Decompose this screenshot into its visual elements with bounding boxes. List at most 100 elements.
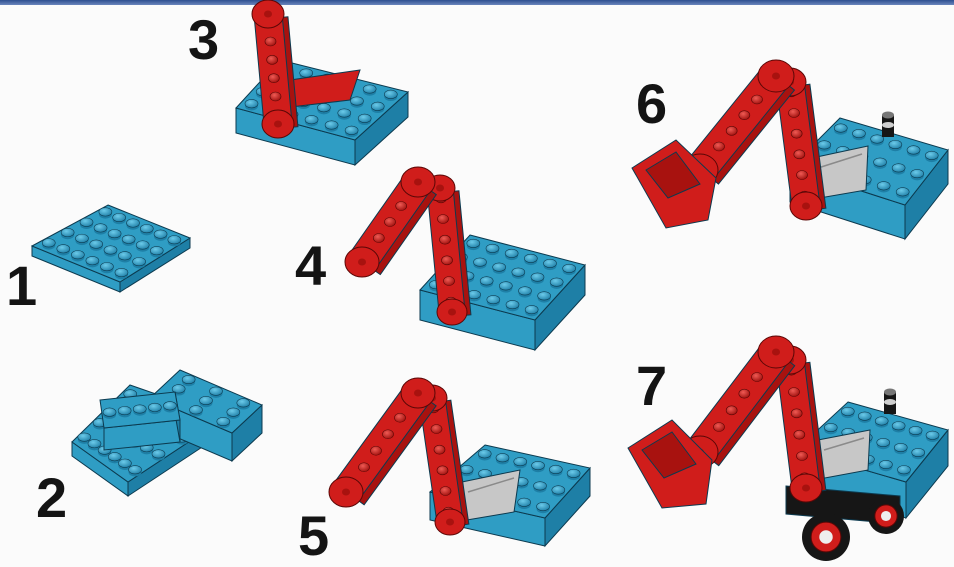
arm-stud (714, 142, 725, 151)
stud (384, 90, 397, 98)
stud (525, 305, 538, 313)
stud (94, 224, 107, 232)
arm-stud (383, 430, 394, 439)
stud (217, 417, 230, 425)
arm-stud (373, 234, 384, 243)
arm-stud (431, 425, 442, 434)
arm-stud (797, 452, 808, 461)
stud (892, 164, 905, 172)
stud (148, 403, 161, 411)
arm-stud (791, 129, 802, 138)
exhaust-band (884, 399, 896, 405)
stud (563, 264, 576, 272)
step-7-figure (628, 336, 948, 561)
stud (925, 151, 938, 159)
stud (371, 102, 384, 110)
stud (190, 406, 203, 414)
stud (892, 421, 905, 429)
stud (538, 292, 551, 300)
stud (113, 213, 126, 221)
step-number-1: 1 (6, 258, 37, 314)
arm-stud (794, 430, 805, 439)
stud (227, 408, 240, 416)
stud (150, 246, 163, 254)
stud (877, 182, 890, 190)
stud (140, 224, 153, 232)
stud (133, 257, 146, 265)
hinge-pin (274, 121, 282, 128)
arm-stud (752, 95, 763, 104)
step-6-figure (632, 60, 948, 239)
stud (506, 300, 519, 308)
step-number-6: 6 (636, 76, 667, 132)
stud (99, 208, 112, 216)
arm-stud (789, 109, 800, 118)
lego-brick-icon (100, 392, 180, 450)
arm-stud (442, 256, 453, 265)
step-number-2: 2 (36, 470, 67, 526)
stud (889, 140, 902, 148)
stud (460, 465, 473, 473)
stud (80, 218, 93, 226)
step-number-4: 4 (295, 238, 326, 294)
stud (363, 85, 376, 93)
stud (480, 277, 493, 285)
hub (881, 511, 891, 521)
hinge-pin (772, 73, 780, 80)
stud (514, 457, 527, 465)
excavator-arm-icon (329, 378, 436, 507)
arm-stud (437, 466, 448, 475)
stud (100, 262, 113, 270)
stud (86, 256, 99, 264)
arm-stud (267, 55, 278, 64)
arm-stud (371, 446, 382, 455)
arm-stud (434, 445, 445, 454)
hinge-pin (342, 489, 350, 496)
hinge-pin (802, 485, 810, 492)
arm-stud (395, 413, 406, 422)
arm-stud (726, 406, 737, 415)
stud (118, 406, 131, 414)
stud (133, 405, 146, 413)
stud (871, 135, 884, 143)
hinge-pin (436, 185, 444, 192)
exhaust-band (882, 122, 894, 128)
stud (486, 244, 499, 252)
stud (136, 241, 149, 249)
stud (237, 399, 250, 407)
stud (897, 465, 910, 473)
arm-stud (794, 150, 805, 159)
arm-stud (752, 373, 763, 382)
stud (519, 287, 532, 295)
exhaust-top (884, 389, 896, 396)
stud (499, 282, 512, 290)
arm-stud (268, 74, 279, 83)
stud (129, 466, 142, 474)
exhaust-top (882, 112, 894, 119)
stud (549, 465, 562, 473)
step-number-7: 7 (636, 358, 667, 414)
stud (182, 375, 195, 383)
stud (200, 396, 213, 404)
arm-stud (440, 487, 451, 496)
stud (879, 460, 892, 468)
stud (518, 498, 531, 506)
stud (126, 219, 139, 227)
step-number-3: 3 (188, 12, 219, 68)
stud (487, 295, 500, 303)
arm-stud (396, 202, 407, 211)
stud (305, 115, 318, 123)
stud (108, 229, 121, 237)
stud (896, 188, 909, 196)
stud (552, 486, 565, 494)
hinge-pin (772, 349, 780, 356)
stud (911, 169, 924, 177)
exhaust-pipe-icon (882, 112, 894, 138)
stud (338, 109, 351, 117)
arm-stud (438, 215, 449, 224)
stud (877, 438, 890, 446)
hinge-pin (448, 309, 456, 316)
step-5-figure (329, 378, 590, 546)
arm-stud (797, 171, 808, 180)
